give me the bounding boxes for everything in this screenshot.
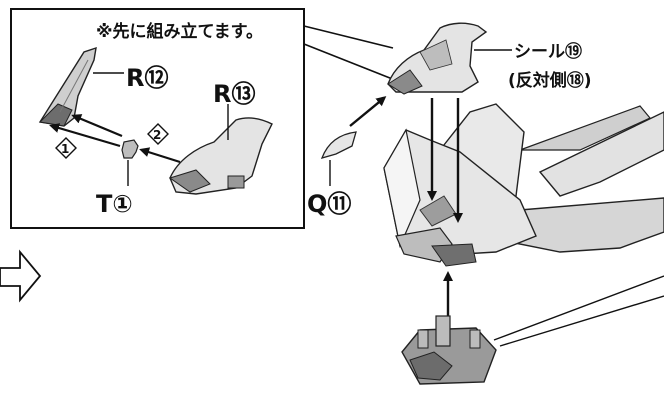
sticker-opposite-label: (反対側⑱) (508, 70, 592, 91)
assembled-upper-part (387, 22, 488, 95)
base-callout-top (493, 275, 664, 341)
part-t1-shape (121, 139, 139, 159)
part-q11-label: Q⑪ (307, 190, 351, 218)
base-callout-bottom (499, 295, 664, 347)
inset-note: ※先に組み立てます。 (96, 21, 263, 42)
base-part-shape (401, 315, 497, 385)
arrow-q11 (349, 96, 387, 127)
svg-text:1: 1 (61, 142, 69, 156)
part-r13-shape (168, 117, 273, 195)
part-t1-label: T① (96, 190, 133, 218)
subassembly-inset: ※先に組み立てます。 R⑫ R⑬ T① 1 (10, 8, 396, 229)
step1-marker: 1 (55, 137, 77, 159)
next-step-arrow (0, 249, 42, 303)
arrow-step2-a (71, 114, 123, 138)
callout-line-bottom (303, 43, 396, 81)
part-r13-label: R⑬ (213, 80, 255, 108)
sticker-label: シール⑲ (514, 41, 582, 62)
callout-line-top (303, 25, 394, 49)
arrow-step1 (49, 123, 121, 148)
main-bird-body (383, 103, 664, 267)
arrow-step2-b (139, 147, 181, 164)
step2-marker: 2 (147, 123, 169, 145)
svg-text:2: 2 (153, 128, 161, 142)
part-r12-shape (38, 46, 97, 127)
part-q11-shape (320, 131, 357, 159)
part-r12-label: R⑫ (126, 64, 168, 92)
